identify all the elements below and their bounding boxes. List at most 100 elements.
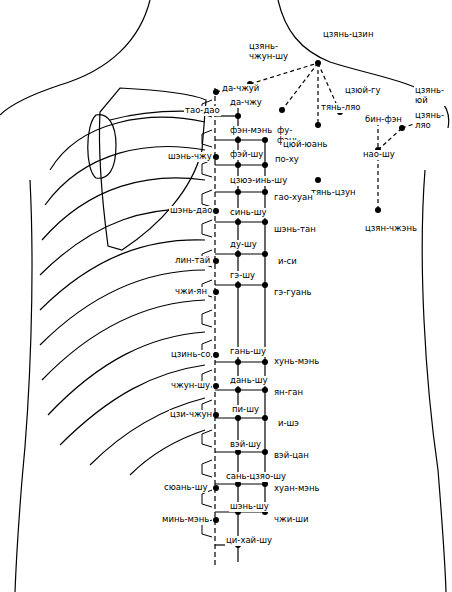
point-label: хунь-мэнь [273,357,320,367]
vertebra-group [202,100,212,537]
point [315,122,321,128]
point-label: шэнь-дао [169,206,213,216]
point [262,387,268,393]
point-label: вэй-шу [229,440,262,450]
point [213,289,219,295]
rib [40,270,205,345]
point [213,208,219,214]
point-label: сюань-шу [163,483,208,493]
point-label: вэй-цан [273,451,310,461]
point [315,60,321,66]
point-label: по-ху [274,155,300,165]
point [235,219,241,225]
point [235,387,241,393]
point [315,177,321,183]
point-label: пи-шу [231,405,260,415]
point-label: фэн-мэнь [229,126,273,136]
point-label: чжи-ян [174,287,208,297]
point [213,89,219,95]
point-label: цзянь- ляо [414,111,446,131]
dashed-line [282,63,318,110]
point [213,485,219,491]
point [279,107,285,113]
dashed-line [377,122,378,210]
point-label: тянь-ляо [320,103,361,113]
point [262,481,268,487]
point-label: гао-хуан [273,193,314,203]
point-label: хуан-мэнь [273,484,321,494]
point [262,359,268,365]
vertebra [202,130,212,147]
point-label: цзян-чжэнь [364,224,418,234]
point-label: гэ-шу [229,271,256,281]
rib [48,332,205,415]
point [213,258,219,264]
point [399,125,405,131]
point-label: да-чжу [229,98,263,108]
point-label: нао-шу [362,150,396,160]
point [235,481,241,487]
point [235,113,241,119]
body-outline [15,180,32,592]
point-label: цзянь- юй [414,86,446,106]
shoulder-leaders [216,63,420,210]
point-label: минь-мэнь [161,515,210,525]
point-label: ци-хай-шу [225,536,273,546]
vertebra [202,190,212,207]
rib [40,240,205,310]
point-label: цзи-чжун [169,410,213,420]
point-label: ян-ган [273,388,304,398]
vertebra [202,430,212,447]
point [235,449,241,455]
point-label: чжи-ши [273,515,310,525]
point [235,282,241,288]
vertebra [202,310,212,327]
point [235,251,241,257]
point-label: да-чжуй [221,84,260,94]
point [262,137,268,143]
rib [50,117,205,170]
point [213,517,219,523]
point-label: лин-тай [174,256,211,266]
rib [130,430,205,475]
point [262,282,268,288]
point-label: фэй-шу [229,150,264,160]
point-label: тянь-цзун [310,188,357,198]
point [262,449,268,455]
vertebra [202,460,212,477]
dashed-line [378,128,402,150]
point [235,189,241,195]
body-outline [0,0,150,115]
meridian-line [264,140,265,512]
point-label: и-си [277,257,298,267]
body-outline [422,170,446,592]
point [213,383,219,389]
point [235,137,241,143]
point [213,154,219,160]
point-label: гань-шу [229,347,267,357]
point [235,359,241,365]
point [235,415,241,421]
point-label: цзинь-со [170,350,211,360]
point [262,415,268,421]
point-label: синь-шу [229,208,268,218]
point [375,207,381,213]
vertebra [202,220,212,237]
point-label: цзюй-гу [344,86,382,96]
point-label: шэнь-чжу [167,152,213,162]
point [213,352,219,358]
point-label: цюй-юань [282,140,328,150]
point-label: шэнь-тан [273,225,317,235]
point [262,162,268,168]
point-label: цзюэ-инь-шу [229,176,288,186]
point-label: цзянь- чжун-шу [248,42,290,62]
point [262,189,268,195]
point [213,412,219,418]
point [262,219,268,225]
point-label: тао-дао [184,106,221,116]
point [235,162,241,168]
point-label: и-шэ [277,419,300,429]
point-label: бин-фэн [364,115,403,125]
point-group [213,60,423,548]
